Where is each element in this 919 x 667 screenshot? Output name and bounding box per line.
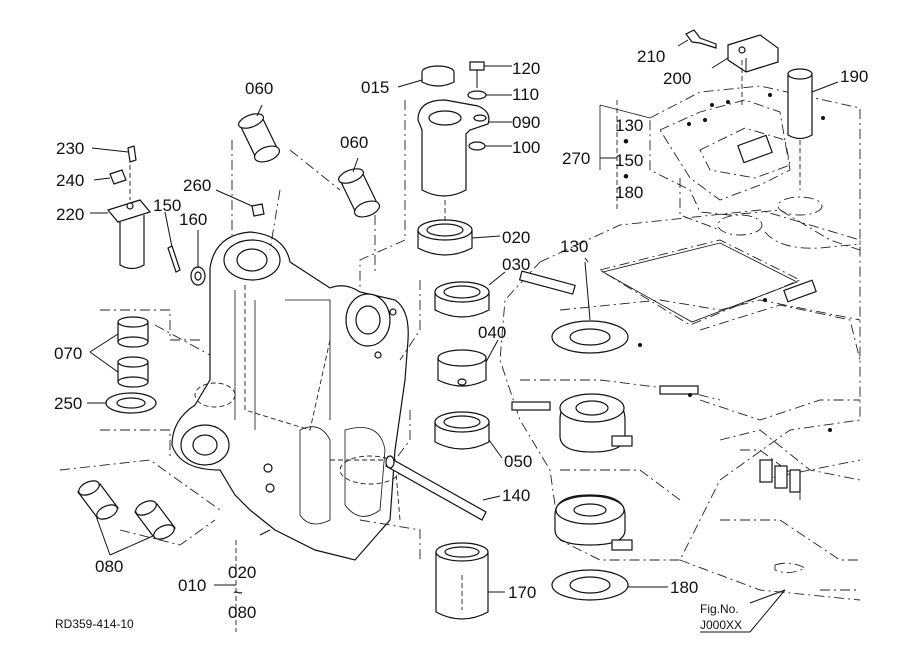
label-010: 010 [178, 576, 206, 595]
range-270-dot1: • [623, 132, 629, 151]
pin-220 [90, 199, 152, 270]
label-070: 070 [54, 344, 82, 363]
grease-fitting-260 [215, 189, 265, 217]
bushing-070 [89, 316, 149, 388]
label-015: 015 [361, 78, 389, 97]
main-frame [499, 209, 861, 601]
bushing-170 [435, 542, 505, 620]
range-270-dot2: • [623, 167, 629, 186]
label-250: 250 [54, 394, 82, 413]
label-040: 040 [478, 323, 506, 342]
label-270: 270 [562, 149, 590, 168]
washer-180 [551, 569, 668, 601]
label-100: 100 [512, 138, 540, 157]
label-050: 050 [504, 452, 532, 471]
label-140: 140 [502, 486, 530, 505]
label-180: 180 [670, 578, 698, 597]
range-270-c: 180 [615, 183, 643, 202]
range-270-a: 130 [615, 116, 643, 135]
fig-ref-leader [749, 589, 786, 604]
label-240: 240 [56, 171, 84, 190]
cap-015 [397, 65, 455, 88]
label-110: 110 [512, 85, 539, 104]
label-130: 130 [560, 237, 588, 256]
pin-150 [164, 211, 181, 273]
label-030: 030 [502, 255, 530, 274]
bushing-060-upper [238, 104, 281, 163]
label-090: 090 [512, 113, 540, 132]
fig-no-label: Fig.No. [700, 602, 739, 616]
grease-nipple-240 [93, 169, 127, 185]
bearing-030 [434, 271, 506, 318]
washer-110 [467, 90, 512, 100]
bearing-020 [417, 219, 501, 256]
label-150: 150 [153, 196, 181, 215]
drawing-code: RD359-414-10 [55, 617, 134, 631]
label-260: 260 [183, 176, 211, 195]
bolt-120 [469, 61, 512, 88]
range-010-from: 020 [228, 563, 256, 582]
bearing-050 [434, 411, 503, 459]
range-010-tilde: ~ [233, 583, 243, 602]
bushing-060-lower [338, 157, 381, 218]
housing-090 [417, 99, 512, 220]
label-080: 080 [95, 557, 123, 576]
label-120: 120 [512, 59, 540, 78]
label-170: 170 [508, 583, 536, 602]
label-200: 200 [663, 69, 691, 88]
label-220: 220 [56, 205, 84, 224]
label-060-lower: 060 [340, 133, 368, 152]
plate-200 [711, 34, 779, 105]
range-010-to: 080 [228, 603, 256, 622]
fig-no-value: J000XX [700, 618, 742, 632]
label-060-upper: 060 [245, 79, 273, 98]
bushing-080 [59, 459, 221, 556]
washer-250 [87, 392, 157, 414]
upper-frame [599, 85, 861, 251]
washer-160 [190, 230, 206, 286]
label-230: 230 [56, 139, 84, 158]
pin-190 [787, 68, 839, 190]
label-190: 190 [840, 67, 868, 86]
pin-140 [385, 455, 501, 521]
washer-100 [468, 141, 512, 151]
grease-fitting-230 [91, 145, 137, 163]
label-210: 210 [637, 47, 665, 66]
washer-130 [551, 261, 629, 354]
label-160: 160 [179, 210, 207, 229]
range-270-b: 150 [615, 151, 643, 170]
bushing-040 [437, 339, 499, 387]
label-020: 020 [502, 228, 530, 247]
bolt-210 [677, 29, 717, 49]
swing-bracket-010 [171, 231, 409, 561]
